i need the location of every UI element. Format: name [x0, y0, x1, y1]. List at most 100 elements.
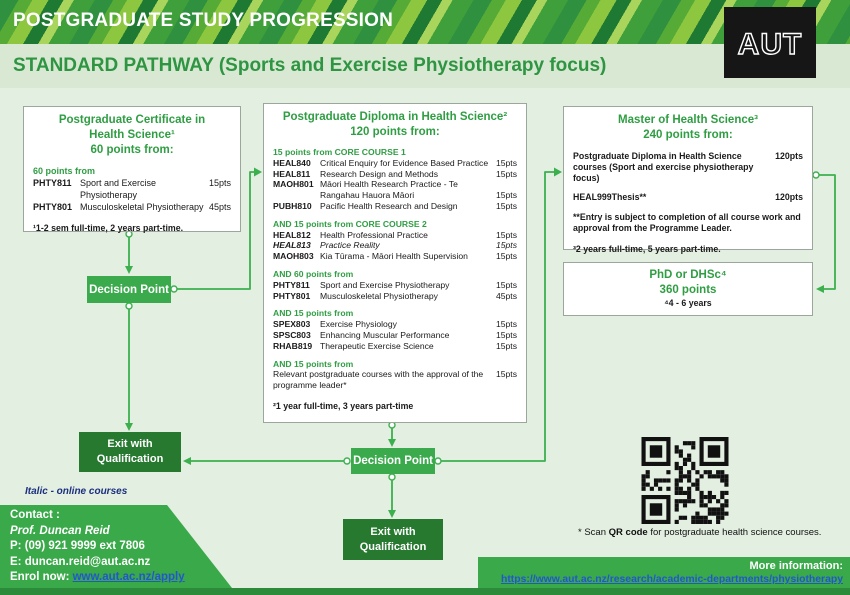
phd-title: PhD or DHSc⁴ — [649, 269, 727, 281]
diploma-points: 120 points from: — [350, 126, 440, 138]
course-code: PHTY811 — [273, 279, 310, 290]
decision-point-2: Decision Point — [351, 448, 435, 474]
course-code: MAOH801 — [273, 179, 314, 190]
qr-caption-prefix: * Scan — [578, 527, 609, 538]
contact-email: E: duncan.reid@aut.ac.nz — [10, 555, 151, 568]
course-section-heading: AND 15 points from CORE COURSE 2 — [273, 218, 427, 229]
certificate-box: Postgraduate Certificate in Health Scien… — [23, 106, 241, 233]
course-code: PHTY811 — [33, 178, 72, 188]
enrol-line: Enrol now: www.aut.ac.nz/apply — [10, 570, 232, 586]
course-points: 15pts — [495, 369, 517, 380]
course-name: Māori Health Research Practice - Te — [320, 179, 458, 190]
contact-name: Prof. Duncan Reid — [10, 524, 110, 537]
contact-panel: Contact : Prof. Duncan Reid P: (09) 921 … — [0, 505, 232, 588]
diploma-box: Postgraduate Diploma in Health Science² … — [263, 103, 527, 423]
course-code: MAOH803 — [273, 251, 314, 262]
course-points: 45pts — [208, 202, 231, 212]
course-points: 15pts — [495, 251, 517, 262]
course-row: PUBH810 Pacific Health Research and Desig… — [273, 201, 517, 212]
course-code: RHAB819 — [273, 340, 313, 351]
course-name: Kia Tūrama - Māori Health Supervision — [320, 251, 468, 262]
course-section-heading: AND 15 points from — [273, 358, 354, 369]
course-code: HEAL813 — [273, 240, 311, 251]
course-name: Pacific Health Research and Design — [320, 200, 458, 211]
course-name: Practice Reality — [320, 240, 380, 251]
master-thesis-name: Thesis** — [611, 192, 647, 202]
svg-text:AUT: AUT — [738, 28, 803, 61]
course-row: MAOH803 Kia Tūrama - Māori Health Supervi… — [273, 251, 517, 262]
course-row: programme leader* — [273, 380, 517, 391]
exit-2-line2: Qualification — [359, 540, 427, 553]
qr-caption: * Scan QR code for postgraduate health s… — [578, 527, 821, 538]
more-info-label: More information: — [749, 560, 844, 572]
master-title-line1: Master of Health Science³ — [618, 114, 758, 126]
decision-point-1-label: Decision Point — [89, 283, 169, 296]
master-footnote: ³2 years full-time, 5 years part-time. — [573, 244, 721, 254]
phd-duration: ⁴4 - 6 years — [664, 298, 712, 308]
course-name: Musculoskeletal Physiotherapy — [80, 202, 204, 212]
master-diploma-line1: Postgraduate Diploma in Health Science — [573, 151, 742, 161]
phd-box: PhD or DHSc⁴ 360 points ⁴4 - 6 years — [563, 262, 813, 316]
certificate-points: 60 points from: — [90, 144, 174, 156]
course-points: 15pts — [495, 200, 517, 211]
subheader-strip: STANDARD PATHWAY (Sports and Exercise Ph… — [0, 44, 850, 88]
qr-code — [641, 437, 729, 524]
diploma-title: Postgraduate Diploma in Health Science² … — [273, 110, 517, 140]
course-points: 15pts — [495, 319, 517, 330]
course-row: PHTY811 Sport and Exercise Physiotherapy 1… — [273, 280, 517, 291]
master-diploma-pts: 120pts — [775, 151, 803, 161]
footer-strip — [0, 588, 850, 595]
course-code: HEAL811 — [273, 168, 311, 179]
master-points: 240 points from: — [643, 129, 733, 141]
course-points: 15pts — [495, 340, 517, 351]
course-name: Therapeutic Exercise Science — [320, 340, 434, 351]
aut-logo-letters: AUT — [737, 27, 803, 61]
exit-qualification-1: Exit with Qualification — [79, 432, 181, 472]
certificate-footnote: ¹1-2 sem full-time, 2 years part-time. — [33, 223, 184, 233]
aut-logo: AUT — [724, 7, 816, 78]
contact-heading: Contact : — [10, 509, 60, 521]
master-thesis-pts: 120pts — [775, 192, 803, 202]
course-code: SPSC803 — [273, 329, 311, 340]
course-points: 15pts — [495, 190, 517, 201]
master-thesis-row: HEAL999Thesis** 120pts — [573, 192, 803, 203]
course-code: PHTY801 — [33, 202, 73, 212]
course-row: PHTY801 Musculoskeletal Physiotherapy 45pt… — [33, 201, 231, 213]
course-points: 15pts — [495, 240, 517, 251]
certificate-title-line1: Postgraduate Certificate in — [58, 114, 206, 126]
exit-1-line1: Exit with — [107, 438, 153, 450]
course-code: HEAL840 — [273, 157, 311, 168]
course-name: Musculoskeletal Physiotherapy — [320, 290, 438, 301]
course-section-heading: AND 15 points from — [273, 308, 354, 319]
enrol-link[interactable]: www.aut.ac.nz/apply — [72, 571, 185, 584]
course-points: 15pts — [495, 157, 517, 168]
master-diploma-row: Postgraduate Diploma in Health Science c… — [573, 151, 803, 184]
certificate-title: Postgraduate Certificate in Health Scien… — [33, 113, 231, 158]
course-points: 15pts — [495, 279, 517, 290]
course-code: PUBH810 — [273, 200, 312, 211]
course-name: Rangahau Hauora Māori — [320, 190, 415, 201]
course-row: HEAL813 Practice Reality 15pts — [273, 240, 517, 251]
course-points: 45pts — [495, 290, 517, 301]
page-title: POSTGRADUATE STUDY PROGRESSION — [13, 10, 394, 31]
exit-1-line2: Qualification — [96, 453, 164, 465]
more-info-link[interactable]: https://www.aut.ac.nz/research/academic-… — [500, 574, 843, 585]
diploma-footnote: ²1 year full-time, 3 years part-time — [273, 400, 414, 411]
exit-2-line1: Exit with — [370, 525, 416, 538]
course-name: Sport and Exercise Physiotherapy — [320, 279, 450, 290]
course-row: RHAB819 Therapeutic Exercise Science 15pts — [273, 341, 517, 352]
course-name: Health Professional Practice — [320, 229, 428, 240]
course-name: Sport and Exercise Physiotherapy — [80, 178, 157, 200]
